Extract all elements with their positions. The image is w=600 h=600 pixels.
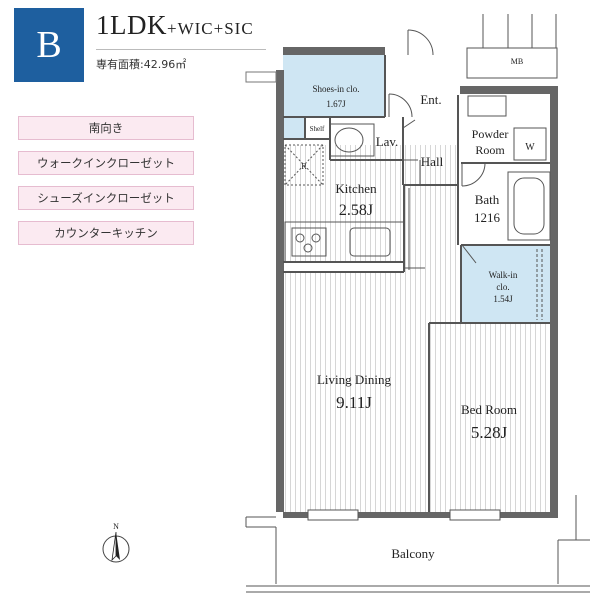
powder-room-label-2: Room bbox=[475, 143, 505, 157]
windows bbox=[307, 509, 501, 521]
north-arrow-icon: N bbox=[102, 522, 130, 563]
kitchen-label: Kitchen bbox=[335, 181, 377, 196]
interior-walls bbox=[283, 55, 550, 512]
hall-floor bbox=[404, 145, 458, 323]
kitchen-size: 2.58J bbox=[339, 202, 373, 219]
shoes-closet-label: Shoes-in clo. bbox=[313, 84, 360, 94]
feature-tag-walk-in-closet: ウォークインクローゼット bbox=[18, 151, 194, 175]
kitchen-floor bbox=[283, 145, 404, 262]
bedroom-size: 5.28J bbox=[471, 423, 508, 442]
layout-main: 1LDK bbox=[96, 10, 167, 40]
balcony-outline bbox=[245, 495, 590, 593]
mb-label: MB bbox=[511, 57, 523, 66]
bath-label: Bath bbox=[475, 192, 500, 207]
powder-room-label: Powder bbox=[472, 127, 509, 141]
balcony-label: Balcony bbox=[391, 546, 435, 561]
walkin-closet-floor bbox=[461, 245, 550, 323]
entrance-label: Ent. bbox=[420, 92, 441, 107]
doors bbox=[388, 14, 557, 264]
fixtures bbox=[284, 95, 551, 320]
lavatory-label: Lav. bbox=[376, 134, 399, 149]
walkin-closet-label: Walk-in bbox=[489, 270, 518, 280]
walkin-closet-size: 1.54J bbox=[493, 294, 513, 304]
refrigerator-label: R bbox=[301, 162, 307, 171]
living-dining-size: 9.11J bbox=[336, 393, 372, 412]
feature-tag-shoes-in-closet: シューズインクローゼット bbox=[18, 186, 194, 210]
exterior-walls bbox=[276, 47, 558, 518]
wall-outline-left bbox=[245, 71, 277, 83]
plan-type-badge: B bbox=[14, 8, 84, 82]
layout-suffix: +WIC+SIC bbox=[167, 19, 254, 38]
feature-tag-south-facing: 南向き bbox=[18, 116, 194, 140]
north-label: N bbox=[113, 522, 119, 531]
floor-area: 専有面積:42.96㎡ bbox=[96, 58, 187, 71]
hall-label: Hall bbox=[421, 154, 444, 169]
shelf-floor bbox=[283, 117, 305, 139]
bedroom-floor bbox=[429, 323, 550, 512]
bath-size: 1216 bbox=[474, 210, 501, 225]
shelf-label: Shelf bbox=[310, 125, 325, 133]
bedroom-label: Bed Room bbox=[461, 402, 517, 417]
mb-box bbox=[466, 47, 558, 79]
washer-label: W bbox=[525, 142, 535, 153]
layout-title: 1LDK+WIC+SIC bbox=[96, 10, 254, 41]
living-dining-label: Living Dining bbox=[317, 372, 392, 387]
shoes-closet-floor bbox=[283, 55, 385, 117]
shoes-closet-size: 1.67J bbox=[326, 99, 346, 109]
feature-tag-counter-kitchen: カウンターキッチン bbox=[18, 221, 194, 245]
walkin-closet-label-2: clo. bbox=[496, 282, 509, 292]
title-divider bbox=[96, 49, 266, 50]
